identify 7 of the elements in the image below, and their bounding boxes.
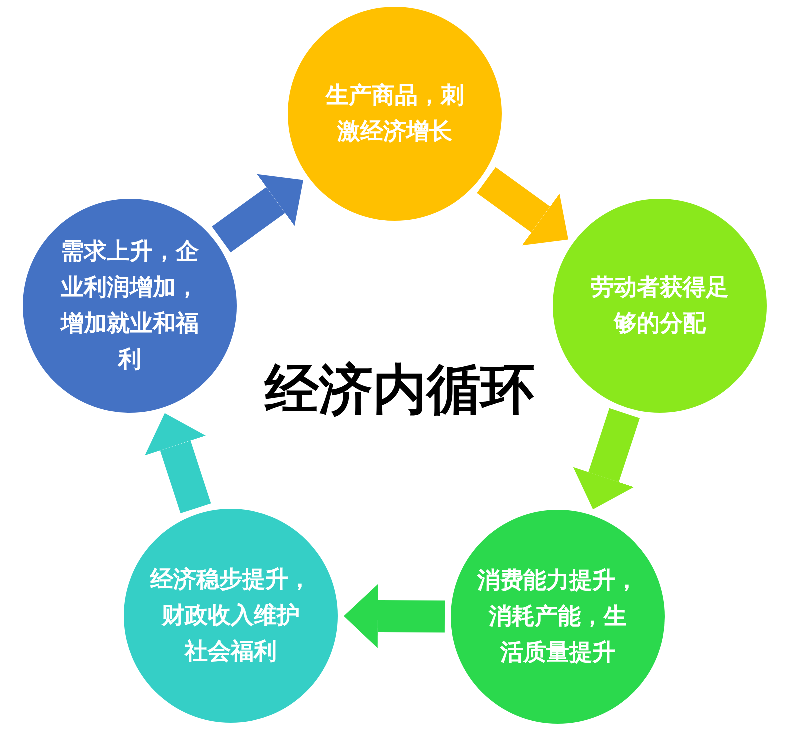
step-text: 需求上升，企业利润增加，增加就业和福利 [61, 238, 199, 375]
step-text: 生产商品，刺激经济增长 [326, 82, 464, 147]
block-arrow [344, 584, 446, 648]
step-text: 消费能力提升，消耗产能，生活质量提升 [478, 567, 638, 668]
step-text: 经济稳步提升，财政收入维护社会福利 [150, 566, 312, 667]
diagram-title: 经济内循环 [265, 358, 535, 422]
step-text: 劳动者获得足够的分配 [591, 274, 729, 339]
